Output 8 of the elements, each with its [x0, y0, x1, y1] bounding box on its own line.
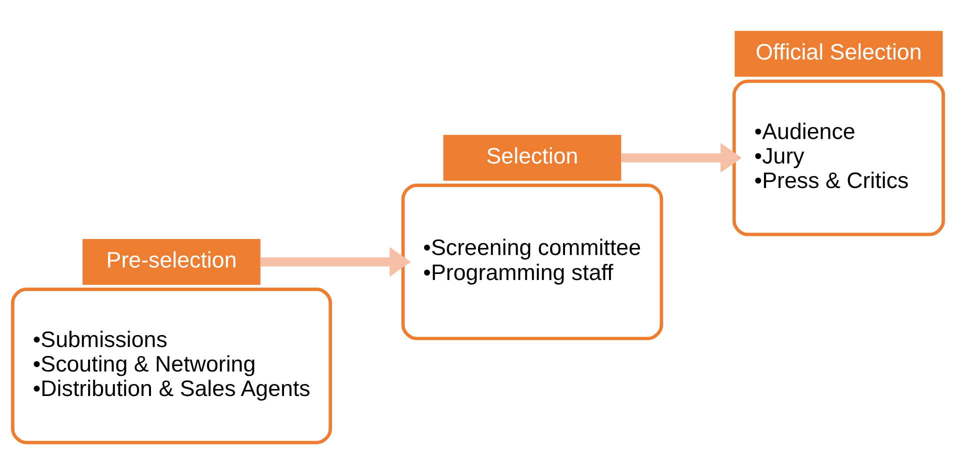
node-box: •Screening committee •Programming staff: [401, 184, 664, 340]
arrow: [620, 143, 742, 173]
node-box: Selection: [443, 134, 622, 181]
node-box: •Submissions •Scouting & Networing •Distribution & Sales Agents: [11, 288, 332, 444]
node-box: •Audience •Jury •Press & Critics: [732, 80, 945, 236]
node-box: Official Selection: [734, 30, 943, 77]
arrow: [260, 247, 411, 277]
node-box: Pre-selection: [82, 238, 260, 285]
